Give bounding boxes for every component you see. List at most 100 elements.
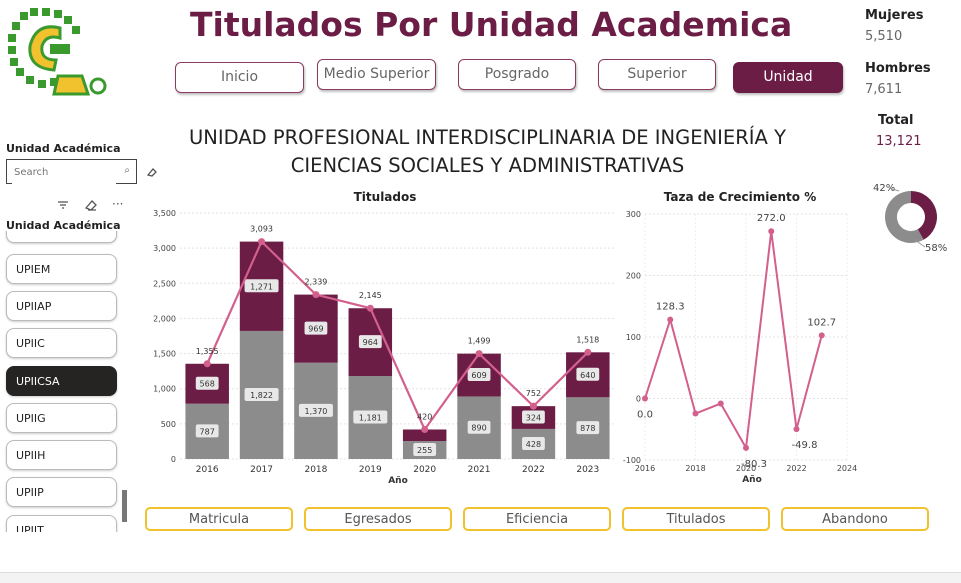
unit-name-line2: CIENCIAS SOCIALES Y ADMINISTRATIVAS	[290, 154, 685, 177]
total-label: 420	[417, 412, 432, 421]
total-label: Total	[878, 113, 914, 128]
data-label: 1,271	[250, 282, 273, 291]
data-label-box	[195, 376, 219, 390]
data-label-box	[467, 368, 491, 382]
list-item-selected[interactable]: UPIICSA	[6, 366, 117, 396]
data-label-box	[244, 279, 279, 293]
list-item[interactable]: UPIIC	[6, 328, 117, 358]
data-label: 964	[363, 338, 378, 347]
bar-chart-title: Titulados	[353, 190, 417, 204]
y-tick-label: 100	[626, 333, 641, 342]
data-label: 890	[471, 424, 486, 433]
data-label: 969	[308, 325, 323, 334]
list-item[interactable]: UPIIT	[6, 515, 117, 532]
x-tick-label: 2024	[837, 464, 857, 473]
y-tick-label: 3,000	[153, 244, 176, 253]
list-item[interactable]: UPIIH	[6, 440, 117, 470]
x-tick-label: 2018	[304, 465, 327, 475]
eficiencia-button[interactable]: Eficiencia	[463, 507, 611, 531]
growth-label: 0.0	[637, 410, 653, 421]
total-point	[421, 425, 429, 433]
data-label-box	[576, 367, 600, 381]
growth-label: 102.7	[807, 317, 836, 328]
nav-superior-button[interactable]: Superior	[598, 59, 716, 90]
x-axis-title: Año	[742, 475, 762, 485]
titulados-bar-chart: 05001,0001,5002,0002,5003,0003,500787568…	[153, 209, 615, 486]
data-label: 609	[471, 371, 486, 380]
total-point	[584, 348, 592, 356]
total-label: 2,339	[304, 278, 327, 287]
abandono-button[interactable]: Abandono	[781, 507, 929, 531]
list-item[interactable]: UPIIAP	[6, 291, 117, 321]
data-label-box	[522, 410, 545, 424]
donut-label: 42%	[873, 183, 895, 194]
egresados-button[interactable]: Egresados	[304, 507, 452, 531]
data-label-box	[413, 443, 437, 457]
y-tick-label: -100	[623, 456, 641, 465]
data-label-box	[195, 424, 219, 438]
growth-point	[692, 410, 699, 417]
search-icon[interactable]: ⌕	[124, 165, 130, 176]
total-label: 2,145	[359, 291, 382, 300]
x-tick-label: 2021	[468, 465, 491, 475]
mujeres-value: 5,510	[865, 29, 903, 44]
total-point	[312, 291, 320, 299]
data-label: 1,181	[359, 413, 382, 422]
eraser-icon[interactable]	[146, 166, 158, 178]
donut-label: 58%	[925, 243, 947, 254]
data-label: 787	[200, 427, 215, 436]
nav-medio-superior-button[interactable]: Medio Superior	[317, 59, 436, 90]
donut-slice	[885, 191, 924, 243]
total-label: 752	[526, 389, 541, 398]
data-label-box	[576, 421, 600, 435]
page-title: Titulados Por Unidad Academica	[190, 5, 793, 44]
data-label: 428	[526, 440, 541, 449]
x-tick-label: 2023	[576, 465, 599, 475]
slicer-list: UPIEM UPIIAP UPIIC UPIICSA UPIIG UPIIH U…	[0, 231, 125, 532]
scrollbar[interactable]	[122, 490, 127, 522]
x-tick-label: 2018	[685, 464, 705, 473]
clear-selections-icon[interactable]	[84, 198, 98, 212]
unit-name-line1: UNIDAD PROFESIONAL INTERDISCIPLINARIA DE…	[189, 126, 786, 149]
slicer-header: Unidad Académica	[6, 142, 121, 155]
list-item[interactable]: UPIIG	[6, 403, 117, 433]
data-label-box	[298, 403, 333, 417]
slicer-list-header: Unidad Académica	[6, 219, 121, 232]
growth-point	[667, 316, 674, 323]
total-point	[258, 238, 266, 246]
growth-line	[644, 231, 823, 452]
nav-inicio-button[interactable]: Inicio	[175, 62, 304, 93]
list-item[interactable]	[6, 231, 117, 243]
titulados-button[interactable]: Titulados	[622, 507, 770, 531]
data-label-box	[467, 420, 491, 434]
hombres-value: 7,611	[865, 82, 903, 97]
list-item[interactable]: UPIIP	[6, 477, 117, 507]
total-label: 1,499	[468, 337, 491, 346]
y-tick-label: 200	[626, 272, 641, 281]
growth-label: -49.8	[792, 440, 818, 451]
x-tick-label: 2020	[736, 464, 756, 473]
mujeres-label: Mujeres	[865, 8, 924, 23]
x-tick-label: 2016	[196, 465, 219, 475]
list-item[interactable]: UPIEM	[6, 254, 117, 284]
y-tick-label: 500	[161, 420, 176, 429]
x-tick-label: 2016	[635, 464, 655, 473]
nav-unidad-button[interactable]: Unidad	[733, 62, 843, 93]
total-point	[475, 350, 483, 358]
x-axis-title: Año	[388, 476, 408, 486]
growth-point	[717, 400, 724, 407]
search-input[interactable]	[12, 161, 116, 184]
data-label: 1,370	[304, 407, 327, 416]
filter-icon[interactable]	[57, 199, 69, 211]
total-point	[203, 360, 211, 368]
more-options-icon[interactable]: ···	[112, 197, 124, 211]
data-label-box	[353, 410, 388, 424]
y-tick-label: 2,000	[153, 314, 176, 323]
y-tick-label: 3,500	[153, 209, 176, 218]
nav-posgrado-button[interactable]: Posgrado	[458, 59, 576, 90]
total-label: 3,093	[250, 225, 273, 234]
donut-slice	[910, 191, 937, 240]
matricula-button[interactable]: Matricula	[145, 507, 293, 531]
status-bar	[0, 572, 961, 583]
